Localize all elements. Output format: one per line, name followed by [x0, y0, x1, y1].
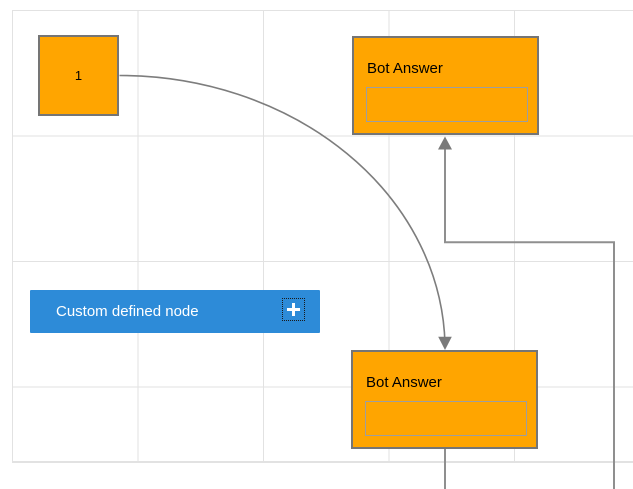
curved-connector[interactable]	[119, 74, 452, 350]
plus-icon	[287, 303, 300, 316]
bot-answer-node-bottom[interactable]: Bot Answer	[351, 350, 538, 449]
arrowhead-down-icon	[438, 336, 452, 350]
bot-answer-bottom-label: Bot Answer	[366, 374, 442, 391]
square-node[interactable]: 1	[38, 35, 119, 116]
bot-answer-bottom-input-box	[365, 401, 527, 436]
orthogonal-connector[interactable]	[438, 136, 615, 489]
add-node-handle[interactable]	[282, 298, 305, 321]
custom-defined-node[interactable]: Custom defined node	[30, 290, 320, 333]
custom-node-label: Custom defined node	[56, 303, 199, 320]
bot-answer-top-label: Bot Answer	[367, 60, 443, 77]
bot-answer-top-input-box	[366, 87, 528, 122]
arrowhead-up-icon	[438, 136, 452, 150]
square-node-label: 1	[74, 68, 83, 83]
bot-answer-node-top[interactable]: Bot Answer	[352, 36, 539, 135]
